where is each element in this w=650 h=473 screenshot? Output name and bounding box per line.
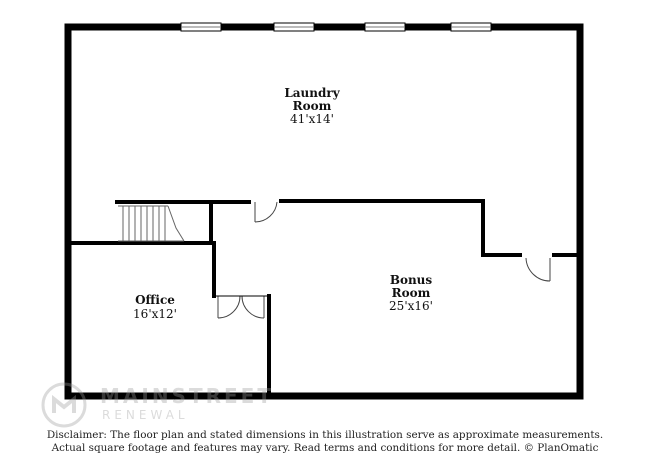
laundry-room-dimensions: 41'x14' bbox=[290, 112, 334, 126]
windows bbox=[180, 22, 492, 32]
staircase bbox=[118, 205, 185, 242]
interior-walls bbox=[68, 199, 580, 395]
doors bbox=[214, 201, 551, 319]
laundry-room-name-line1: Laundry bbox=[284, 86, 340, 100]
mainstreet-logo-icon bbox=[41, 382, 87, 428]
watermark: MAINSTREET RENEWAL bbox=[40, 381, 300, 429]
watermark-subtitle: RENEWAL bbox=[102, 408, 189, 422]
window-1 bbox=[180, 22, 222, 32]
door-laundry-top bbox=[254, 201, 278, 223]
door-bonus-right bbox=[525, 257, 551, 282]
bonus-room-dimensions: 25'x16' bbox=[389, 299, 433, 313]
bonus-room-name-line2: Room bbox=[392, 286, 431, 300]
disclaimer-line-1: Disclaimer: The floor plan and stated di… bbox=[46, 429, 604, 441]
disclaimer-line-2: Actual square footage and features may v… bbox=[51, 442, 599, 454]
exterior-walls bbox=[64, 23, 584, 400]
window-3 bbox=[364, 22, 406, 32]
laundry-room-name-line2: Room bbox=[293, 99, 332, 113]
window-4 bbox=[450, 22, 492, 32]
window-2 bbox=[273, 22, 315, 32]
door-office-double bbox=[214, 295, 269, 319]
disclaimer: Disclaimer: The floor plan and stated di… bbox=[20, 429, 630, 455]
watermark-brand: MAINSTREET bbox=[100, 384, 274, 408]
office-name: Office bbox=[135, 293, 175, 307]
office-dimensions: 16'x12' bbox=[133, 307, 177, 321]
bonus-room-name-line1: Bonus bbox=[390, 273, 433, 287]
